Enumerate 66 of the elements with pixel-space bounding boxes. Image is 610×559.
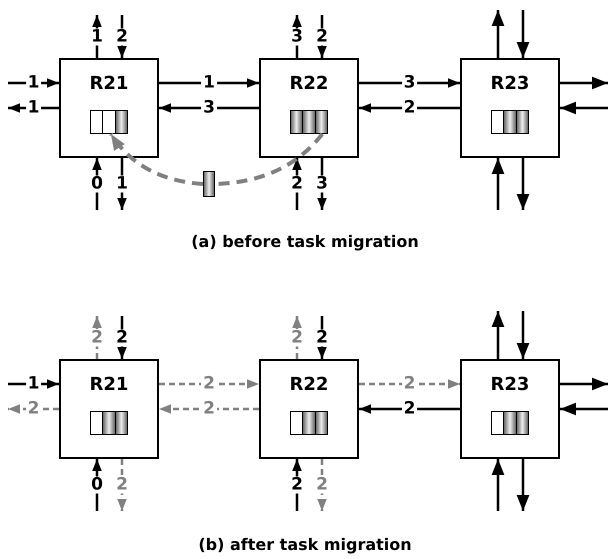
router-label: R22 bbox=[288, 74, 330, 94]
arrow bbox=[292, 459, 302, 511]
router-box bbox=[460, 359, 560, 459]
arrow bbox=[292, 15, 302, 58]
buffer-drawing bbox=[90, 110, 128, 134]
router-label: R21 bbox=[88, 375, 130, 395]
arrow bbox=[292, 158, 302, 210]
buffer-drawing bbox=[290, 411, 328, 435]
dashed-arrow bbox=[159, 379, 259, 389]
arrow bbox=[159, 78, 259, 88]
arrow bbox=[359, 78, 460, 88]
caption: (a) before task migration bbox=[191, 232, 419, 251]
arrow bbox=[560, 76, 608, 90]
arrow bbox=[92, 15, 102, 58]
router-label: R22 bbox=[288, 375, 330, 395]
router-label: R23 bbox=[490, 375, 530, 395]
task-block bbox=[203, 171, 215, 197]
arrow bbox=[492, 311, 504, 359]
arrow bbox=[117, 316, 127, 359]
dashed-arrow bbox=[117, 459, 127, 511]
arrow bbox=[159, 103, 259, 113]
arrow bbox=[560, 378, 608, 390]
edge-label: 0 bbox=[89, 176, 105, 192]
arrow bbox=[516, 158, 530, 210]
dashed-arrow bbox=[159, 404, 259, 414]
arrow bbox=[317, 158, 327, 210]
dashed-arrow bbox=[317, 459, 327, 511]
arrow bbox=[8, 103, 59, 113]
buffer-drawing bbox=[491, 110, 529, 134]
arrow bbox=[317, 316, 327, 359]
router-box bbox=[59, 359, 159, 459]
arrow bbox=[492, 459, 504, 511]
arrow bbox=[117, 158, 127, 210]
arrow bbox=[516, 10, 530, 58]
router-label: R21 bbox=[88, 74, 130, 94]
router-box bbox=[460, 58, 560, 158]
buffer-drawing bbox=[290, 110, 328, 134]
dashed-arrow bbox=[359, 379, 460, 389]
arrow bbox=[492, 158, 504, 210]
arrow bbox=[317, 15, 327, 58]
dashed-arrow bbox=[292, 316, 302, 359]
arrow bbox=[8, 78, 59, 88]
arrow bbox=[92, 459, 102, 511]
dashed-arrow bbox=[8, 404, 59, 414]
arrow bbox=[492, 10, 504, 58]
arrow bbox=[560, 402, 608, 416]
edge-label: 3 bbox=[289, 28, 305, 45]
arrow bbox=[516, 459, 530, 511]
arrow bbox=[8, 379, 59, 389]
arrow bbox=[359, 404, 460, 414]
router-box bbox=[259, 359, 359, 459]
arrow bbox=[516, 311, 530, 359]
edge-label: 3 bbox=[314, 176, 330, 192]
dashed-arrow bbox=[92, 316, 102, 359]
buffer-drawing bbox=[491, 411, 529, 435]
router-label: R23 bbox=[490, 74, 530, 94]
edge-label: 0 bbox=[89, 476, 105, 494]
arrow bbox=[117, 15, 127, 58]
caption: (b) after task migration bbox=[198, 535, 412, 554]
arrow bbox=[359, 103, 460, 113]
arrow bbox=[560, 102, 608, 114]
router-box bbox=[259, 58, 359, 158]
router-box bbox=[59, 58, 159, 158]
arrow bbox=[92, 158, 102, 210]
dashed-arrow bbox=[109, 132, 204, 186]
buffer-drawing bbox=[90, 411, 128, 435]
